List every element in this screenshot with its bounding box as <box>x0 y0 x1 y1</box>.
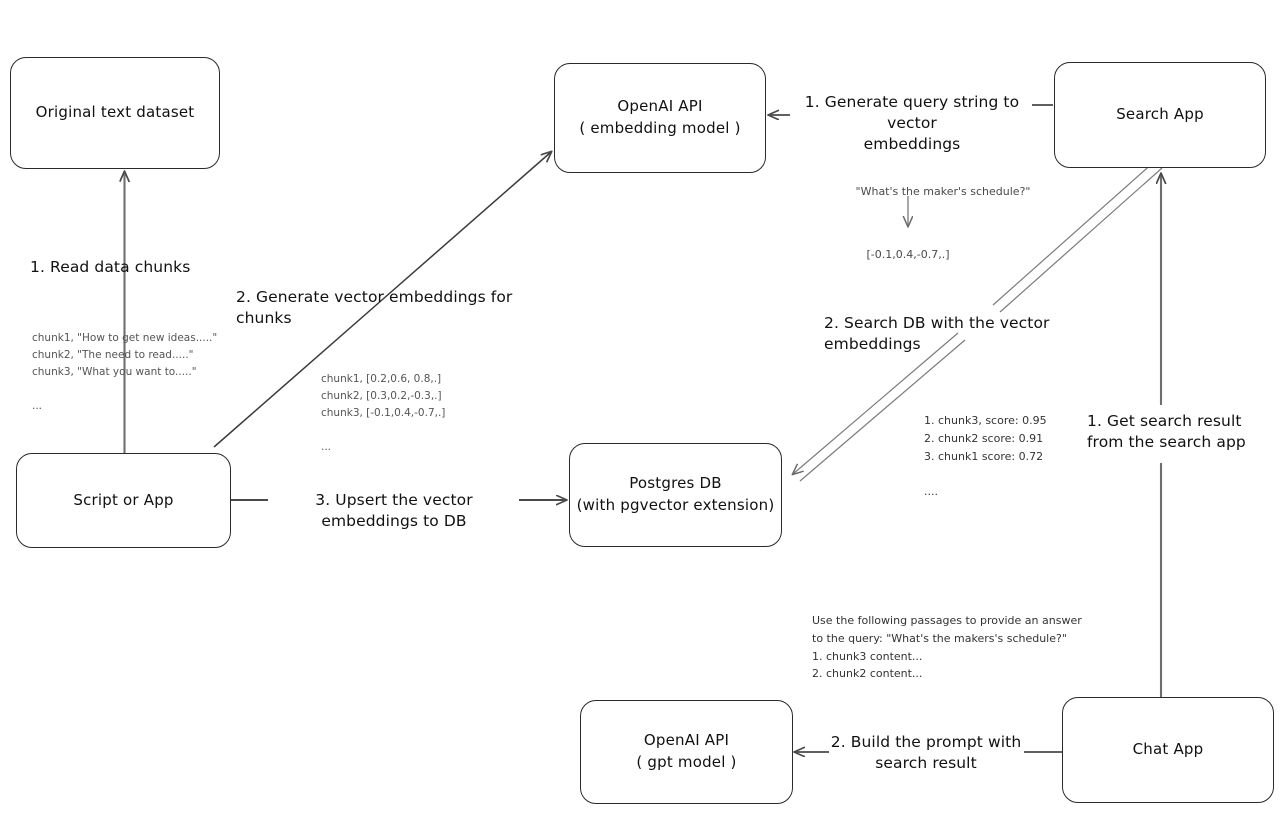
node-label: Original text dataset <box>35 103 195 122</box>
edge-label-build-prompt: 2. Build the prompt with search result <box>830 733 1022 772</box>
edge-label-get-search-result: 1. Get search result from the search app <box>1087 412 1246 451</box>
node-label-primary: Postgres DB <box>629 474 722 493</box>
edge-label-generate-query-embeddings: 1. Generate query string to vector embed… <box>804 93 1020 153</box>
edge-label-generate-vector-embeddings: 2. Generate vector embeddings for chunks <box>236 288 513 327</box>
node-postgres-db[interactable]: Postgres DB (with pgvector extension) <box>569 443 782 547</box>
annotation-search-results: 1. chunk3, score: 0.95 2. chunk2 score: … <box>924 414 1047 499</box>
node-label-secondary: (with pgvector extension) <box>576 496 775 514</box>
node-label-primary: OpenAI API <box>643 731 730 750</box>
node-chat-app[interactable]: Chat App <box>1062 697 1274 803</box>
node-label: Chat App <box>1132 740 1204 759</box>
node-label: Script or App <box>73 490 174 509</box>
node-script-or-app[interactable]: Script or App <box>16 453 231 548</box>
node-openai-gpt-model[interactable]: OpenAI API ( gpt model ) <box>580 700 793 804</box>
edge-label-read-data-chunks: 1. Read data chunks <box>30 258 191 276</box>
node-label-secondary: ( embedding model ) <box>579 119 741 137</box>
annotation-raw-chunks: chunk1, "How to get new ideas....." chun… <box>32 332 218 412</box>
edge-label-upsert-to-db: 3. Upsert the vector embeddings to DB <box>315 491 473 530</box>
annotation-query-string: "What's the maker's schedule?" <box>855 185 1031 198</box>
node-label-secondary: ( gpt model ) <box>636 753 737 771</box>
edge-label-search-db: 2. Search DB with the vector embeddings <box>824 314 1050 353</box>
node-original-text-dataset[interactable]: Original text dataset <box>10 57 220 169</box>
node-label: Search App <box>1116 105 1204 124</box>
annotation-chunk-vectors: chunk1, [0.2,0.6, 0.8,.] chunk2, [0.3,0.… <box>321 373 446 453</box>
annotation-prompt-text: Use the following passages to provide an… <box>812 614 1082 681</box>
annotation-query-vector: [-0.1,0.4,-0.7,.] <box>866 248 950 261</box>
node-search-app[interactable]: Search App <box>1054 62 1266 168</box>
node-openai-embedding-model[interactable]: OpenAI API ( embedding model ) <box>554 63 766 173</box>
node-label-primary: OpenAI API <box>617 97 703 116</box>
